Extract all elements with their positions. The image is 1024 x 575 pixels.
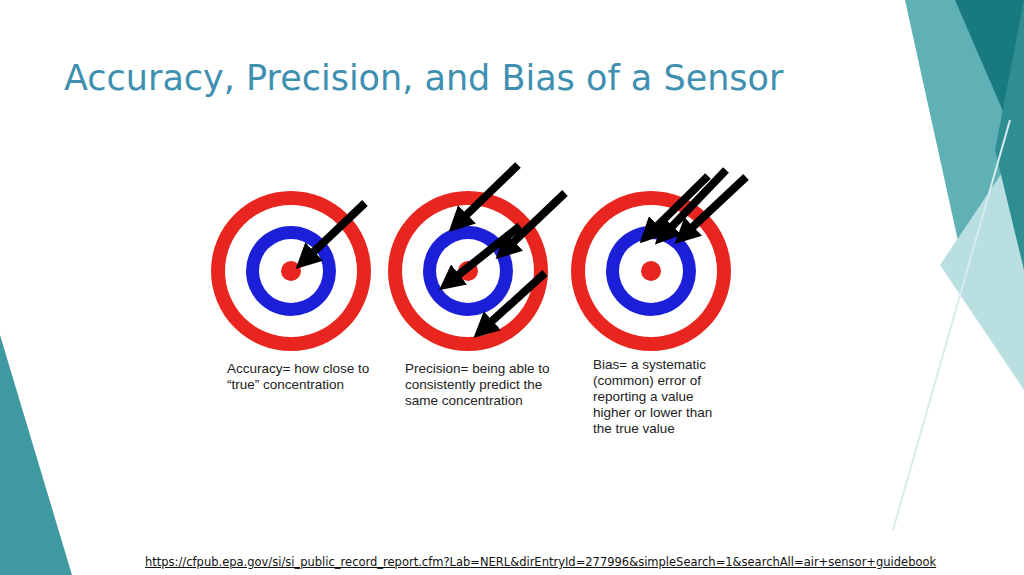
caption-text: Precision= being able to consistently pr… (405, 361, 555, 409)
slide-title: Accuracy, Precision, and Bias of a Senso… (64, 58, 783, 98)
caption-text: Accuracy= how close to “true” concentrat… (227, 361, 377, 393)
arrow (456, 165, 518, 225)
arrow (303, 203, 365, 262)
arrow (481, 273, 545, 331)
arrow (647, 176, 708, 236)
arrow (503, 193, 565, 252)
decor-shape (995, 0, 1024, 270)
target (211, 191, 371, 351)
decor-line (893, 120, 1010, 530)
arrow-group (303, 165, 746, 331)
arrow (682, 177, 746, 237)
arrow (447, 226, 520, 284)
decor-shape (0, 335, 72, 575)
caption-text: Bias= a systematic (common) error of rep… (593, 357, 728, 437)
source-link: https://cfpub.epa.gov/si/si_public_recor… (145, 555, 936, 569)
